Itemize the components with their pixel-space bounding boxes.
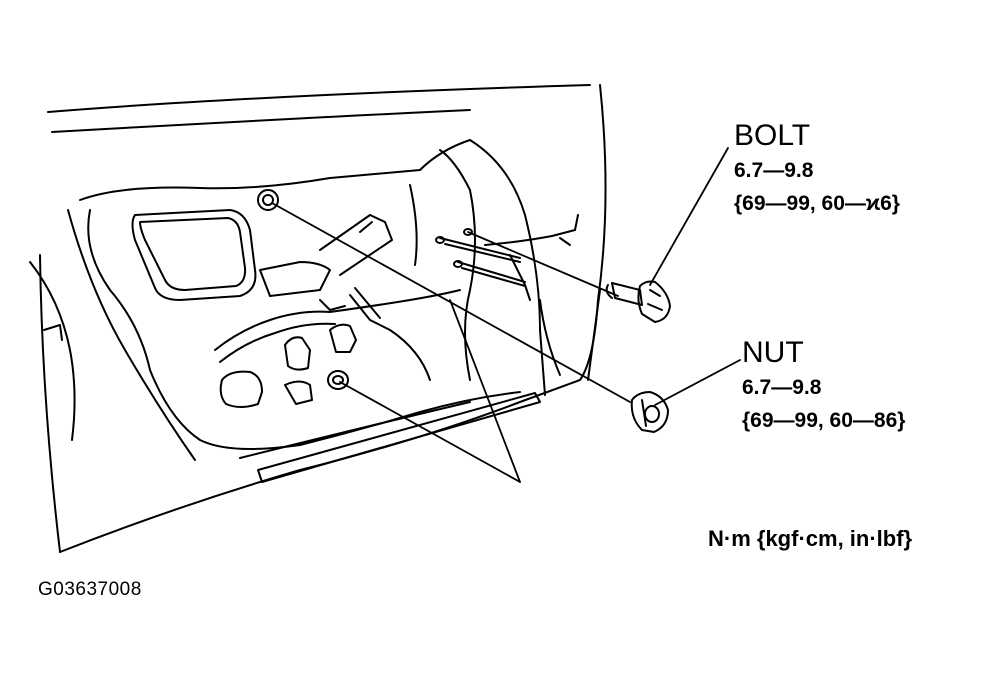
nut-torque-nm: 6.7—9.8	[742, 376, 822, 399]
fastener-holes	[257, 189, 526, 390]
access-hole-large	[131, 209, 257, 301]
nut-torque-other: {69—99, 60—86}	[742, 409, 906, 432]
service-holes	[219, 323, 357, 408]
bolt-label: BOLT	[734, 119, 811, 152]
door-inner-panel	[67, 139, 579, 461]
bolt-part	[605, 280, 671, 323]
bolt-torque-other: {69—99, 60—ϰ6}	[734, 192, 900, 215]
bolt-torque-nm: 6.7—9.8	[734, 159, 814, 182]
door-frame-members	[214, 214, 461, 381]
figure-code: G03637008	[38, 579, 142, 600]
leader-lines	[271, 147, 741, 483]
nut-part	[630, 391, 669, 433]
lower-molding-strip	[239, 392, 541, 483]
nut-label: NUT	[742, 336, 804, 369]
door-outline	[29, 84, 607, 553]
torque-units-note: N·m {kgf·cm, in·lbf}	[708, 526, 913, 551]
